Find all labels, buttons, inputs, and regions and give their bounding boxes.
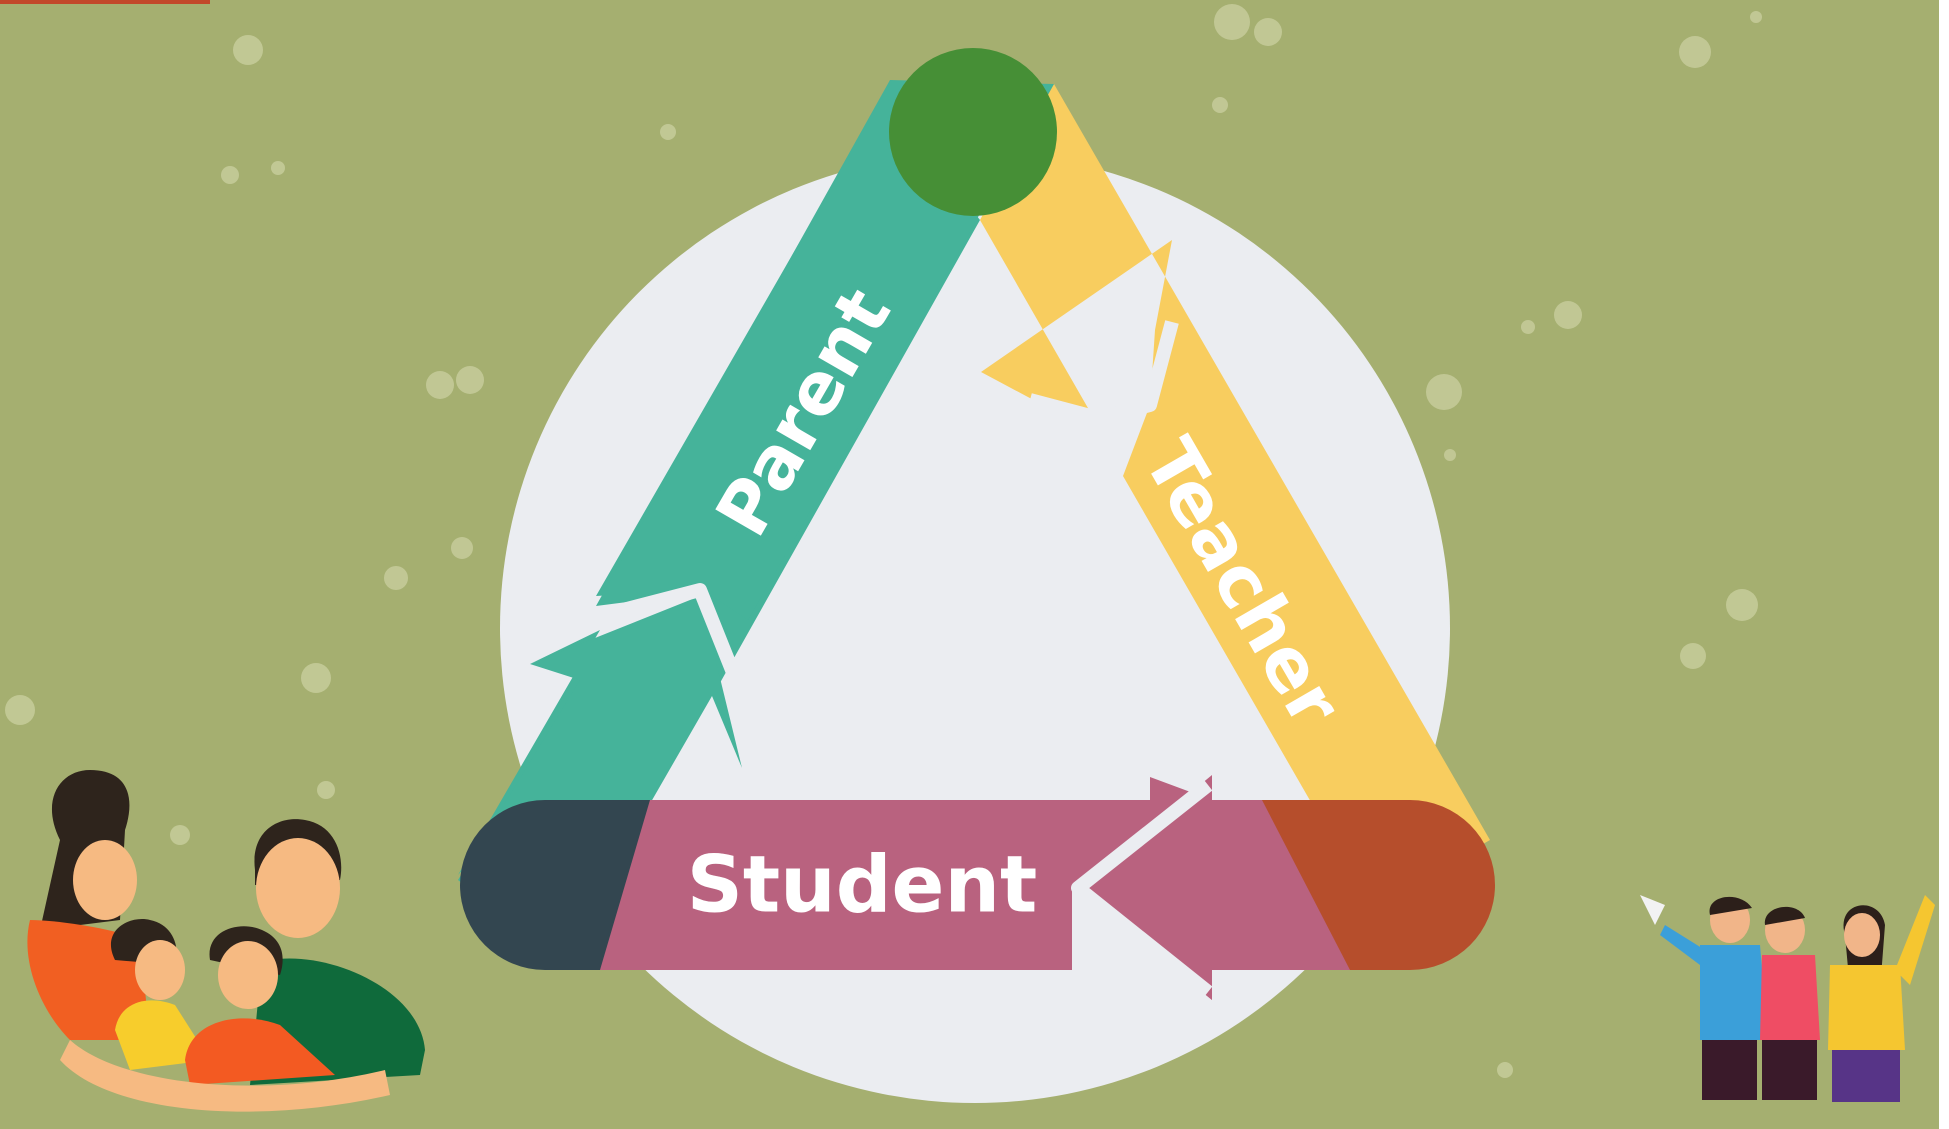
student-3-legs bbox=[1832, 1050, 1900, 1102]
teacher-arrow bbox=[980, 84, 1490, 908]
teacher-arrow-notch bbox=[1028, 320, 1179, 425]
hugging-arms bbox=[60, 1040, 390, 1112]
student-2-hair bbox=[1764, 906, 1805, 925]
bokeh-dots bbox=[5, 4, 1762, 1078]
family-illustration bbox=[27, 770, 425, 1112]
student-label: Student bbox=[687, 840, 1038, 930]
corner-cap-top bbox=[889, 48, 1057, 216]
father-face bbox=[256, 838, 340, 938]
boy-face bbox=[218, 941, 278, 1009]
corner-cap-bottom-right bbox=[1262, 800, 1495, 970]
student-2-shirt bbox=[1760, 955, 1820, 1040]
corner-cap-bottom-left bbox=[460, 800, 650, 970]
student-arrow bbox=[545, 775, 1410, 1000]
student-3-head bbox=[1844, 913, 1880, 957]
frame-edge-right bbox=[1939, 0, 1949, 1129]
child-shirt bbox=[115, 1000, 210, 1070]
megaphone bbox=[1640, 895, 1665, 925]
student-1-legs bbox=[1702, 1040, 1757, 1100]
student-arrowhead bbox=[1075, 775, 1212, 1000]
student-arrow-notch bbox=[1071, 779, 1213, 998]
child-face bbox=[135, 940, 185, 1000]
student-1-shirt bbox=[1660, 925, 1768, 1040]
parent-arrow-notch bbox=[598, 583, 751, 703]
corner-accent bbox=[0, 0, 210, 4]
parent-band-body bbox=[596, 80, 1054, 620]
boy-shirt bbox=[185, 1018, 335, 1085]
student-3-shirt bbox=[1828, 895, 1935, 1050]
student-2-legs bbox=[1762, 1040, 1817, 1100]
student-1-hair bbox=[1709, 896, 1752, 915]
cheering-students-illustration bbox=[1640, 895, 1935, 1102]
mother-face bbox=[73, 840, 137, 920]
teacher-band bbox=[980, 84, 1490, 908]
